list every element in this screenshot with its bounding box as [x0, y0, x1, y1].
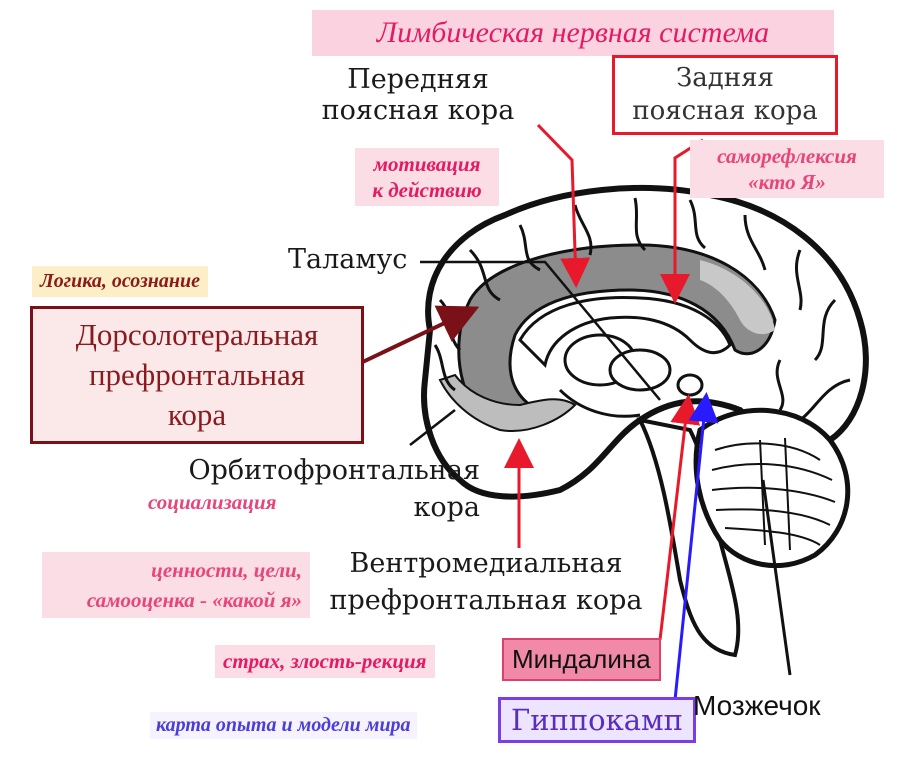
orbitofrontal-pointer [409, 409, 456, 446]
cingulate-light [700, 260, 775, 335]
sulci [433, 197, 851, 422]
amygdala-label: Миндалина [502, 638, 661, 681]
cerebellum-shape [693, 407, 851, 569]
pointer-lines [409, 260, 661, 446]
posterior-cingulate-label: Задняя поясная кора [612, 55, 838, 135]
dlpfc-arrow [349, 305, 480, 370]
ventromedial-label: Вентромедиальная префронтальная кора [329, 548, 643, 616]
logic-note: Логика, осознание [32, 266, 208, 297]
anterior-cingulate-arrow [536, 123, 591, 288]
motivation-note: мотивация к действию [355, 148, 499, 206]
amygdala-arrow [658, 394, 701, 641]
self-reflection-note: саморефлексия «кто Я» [690, 140, 884, 198]
page-title: Лимбическая нервная система [312, 10, 834, 56]
anterior-cingulate-label: Передняя поясная кора [321, 64, 515, 126]
cerebellum-label: Мозжечок [693, 690, 821, 721]
hippocampus-arrow [673, 392, 719, 701]
cerebellum-pointer [761, 479, 792, 676]
hippocampus-label: Гиппокамп [498, 697, 696, 743]
values-note: ценности, цели, самооценка - «какой я» [42, 552, 310, 618]
dlpfc-label: Дорсолотеральная префронтальная кора [30, 306, 364, 444]
fear-note: страх, злость-рекция [215, 645, 435, 678]
socialization-note: социализация [148, 490, 277, 514]
thalamus-pointer [420, 260, 661, 401]
experience-map-note: карта опыта и модели мира [150, 712, 417, 739]
ventromedial-light [438, 373, 577, 432]
thalamus-label: Таламус [288, 244, 408, 275]
orbitofrontal-label: Орбитофронтальная кора [188, 455, 480, 523]
